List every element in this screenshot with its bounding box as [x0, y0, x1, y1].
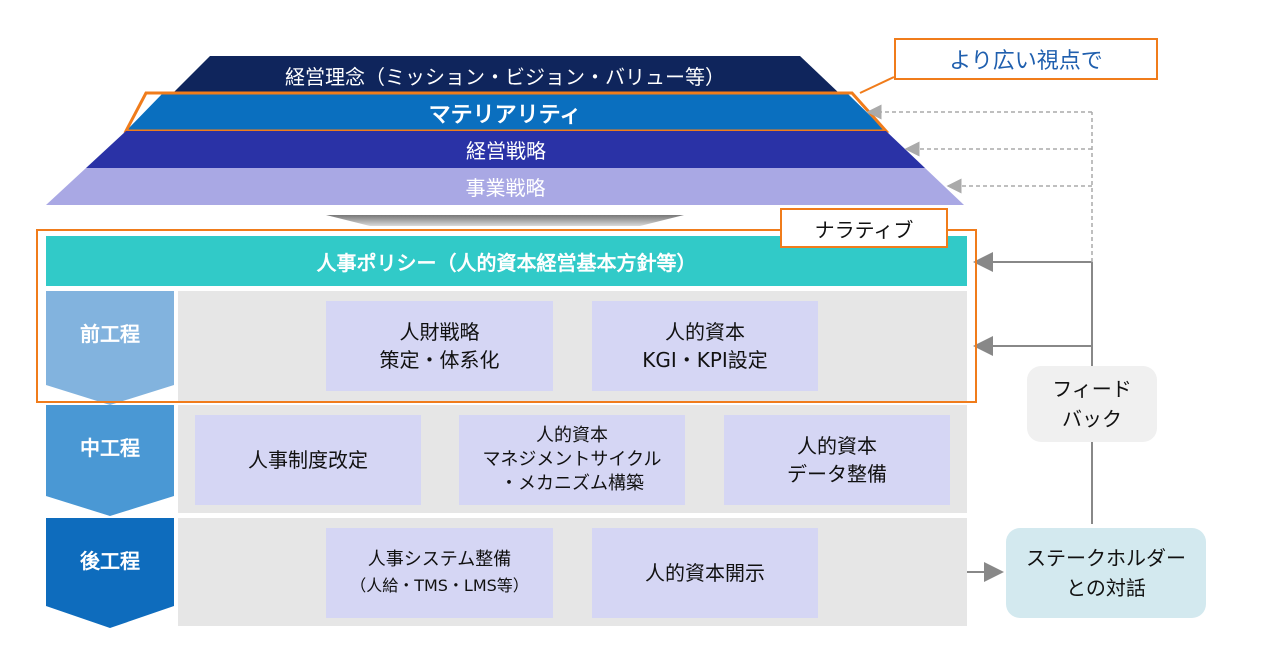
narrative-outline: [36, 229, 977, 403]
disclosure-line-1: 人的資本開示: [645, 561, 765, 585]
hr-system-revision-line-1: 人事制度改定: [248, 448, 368, 472]
feedback-line-1: フィード: [1052, 377, 1132, 401]
hr-strategy-line-2: 策定・体系化: [379, 348, 500, 372]
stakeholder-bubble: ステークホルダー との対話: [1006, 528, 1206, 618]
callout-connector: [859, 76, 895, 94]
kgi-kpi-line-1: 人的資本: [665, 320, 745, 344]
layer-philosophy: [172, 56, 840, 94]
management-cycle-line-3: ・メカニズム構築: [500, 473, 644, 494]
management-cycle-line-1: 人的資本: [536, 425, 608, 446]
data-maintenance-box: 人的資本 データ整備: [724, 415, 950, 505]
hr-system-line-1: 人事システム整備: [367, 549, 512, 570]
management-cycle-line-2: マネジメントサイクル: [482, 449, 662, 470]
down-arrow: [326, 215, 684, 226]
wider-view-callout: より広い視点で: [894, 38, 1158, 80]
stage-front-label: 前工程: [80, 321, 140, 346]
philosophy-label: 経営理念（ミッション・ビジョン・バリュー等）: [285, 64, 725, 89]
hr-system-revision-box: 人事制度改定: [195, 415, 421, 505]
stage-back-chevron: [46, 518, 174, 628]
layer-materiality: [126, 94, 886, 131]
front-stage-panel: [178, 291, 967, 401]
feedback-bubble: フィード バック: [1027, 366, 1157, 442]
business-strategy-label: 事業戦略: [465, 176, 546, 200]
disclosure-box: 人的資本開示: [592, 528, 818, 618]
materiality-label: マテリアリティ: [428, 102, 582, 128]
layer-business-strategy: [46, 168, 964, 205]
kgi-kpi-line-2: KGI・KPI設定: [642, 348, 768, 372]
layer-management-strategy: [86, 131, 925, 168]
management-strategy-label: 経営戦略: [466, 139, 546, 163]
hr-strategy-box: 人財戦略 策定・体系化: [326, 301, 553, 391]
kgi-kpi-box: 人的資本 KGI・KPI設定: [592, 301, 818, 391]
hr-system-line-2: （人給・TMS・LMS等）: [350, 576, 529, 595]
stage-back-label: 後工程: [80, 548, 140, 573]
narrative-callout: ナラティブ: [780, 208, 948, 248]
stakeholder-line-1: ステークホルダー: [1026, 546, 1186, 570]
data-maintenance-line-1: 人的資本: [797, 434, 877, 458]
stage-front-chevron: [46, 291, 174, 405]
hr-system-box: 人事システム整備 （人給・TMS・LMS等）: [326, 528, 553, 618]
management-cycle-box: 人的資本 マネジメントサイクル ・メカニズム構築: [459, 415, 685, 505]
data-maintenance-line-2: データ整備: [787, 462, 887, 486]
back-stage-panel: [178, 518, 967, 626]
stage-middle-chevron: [46, 405, 174, 516]
feedback-line-2: バック: [1062, 407, 1122, 431]
hr-strategy-line-1: 人財戦略: [399, 320, 480, 344]
stage-middle-label: 中工程: [80, 435, 140, 460]
stakeholder-line-2: との対話: [1066, 576, 1146, 600]
